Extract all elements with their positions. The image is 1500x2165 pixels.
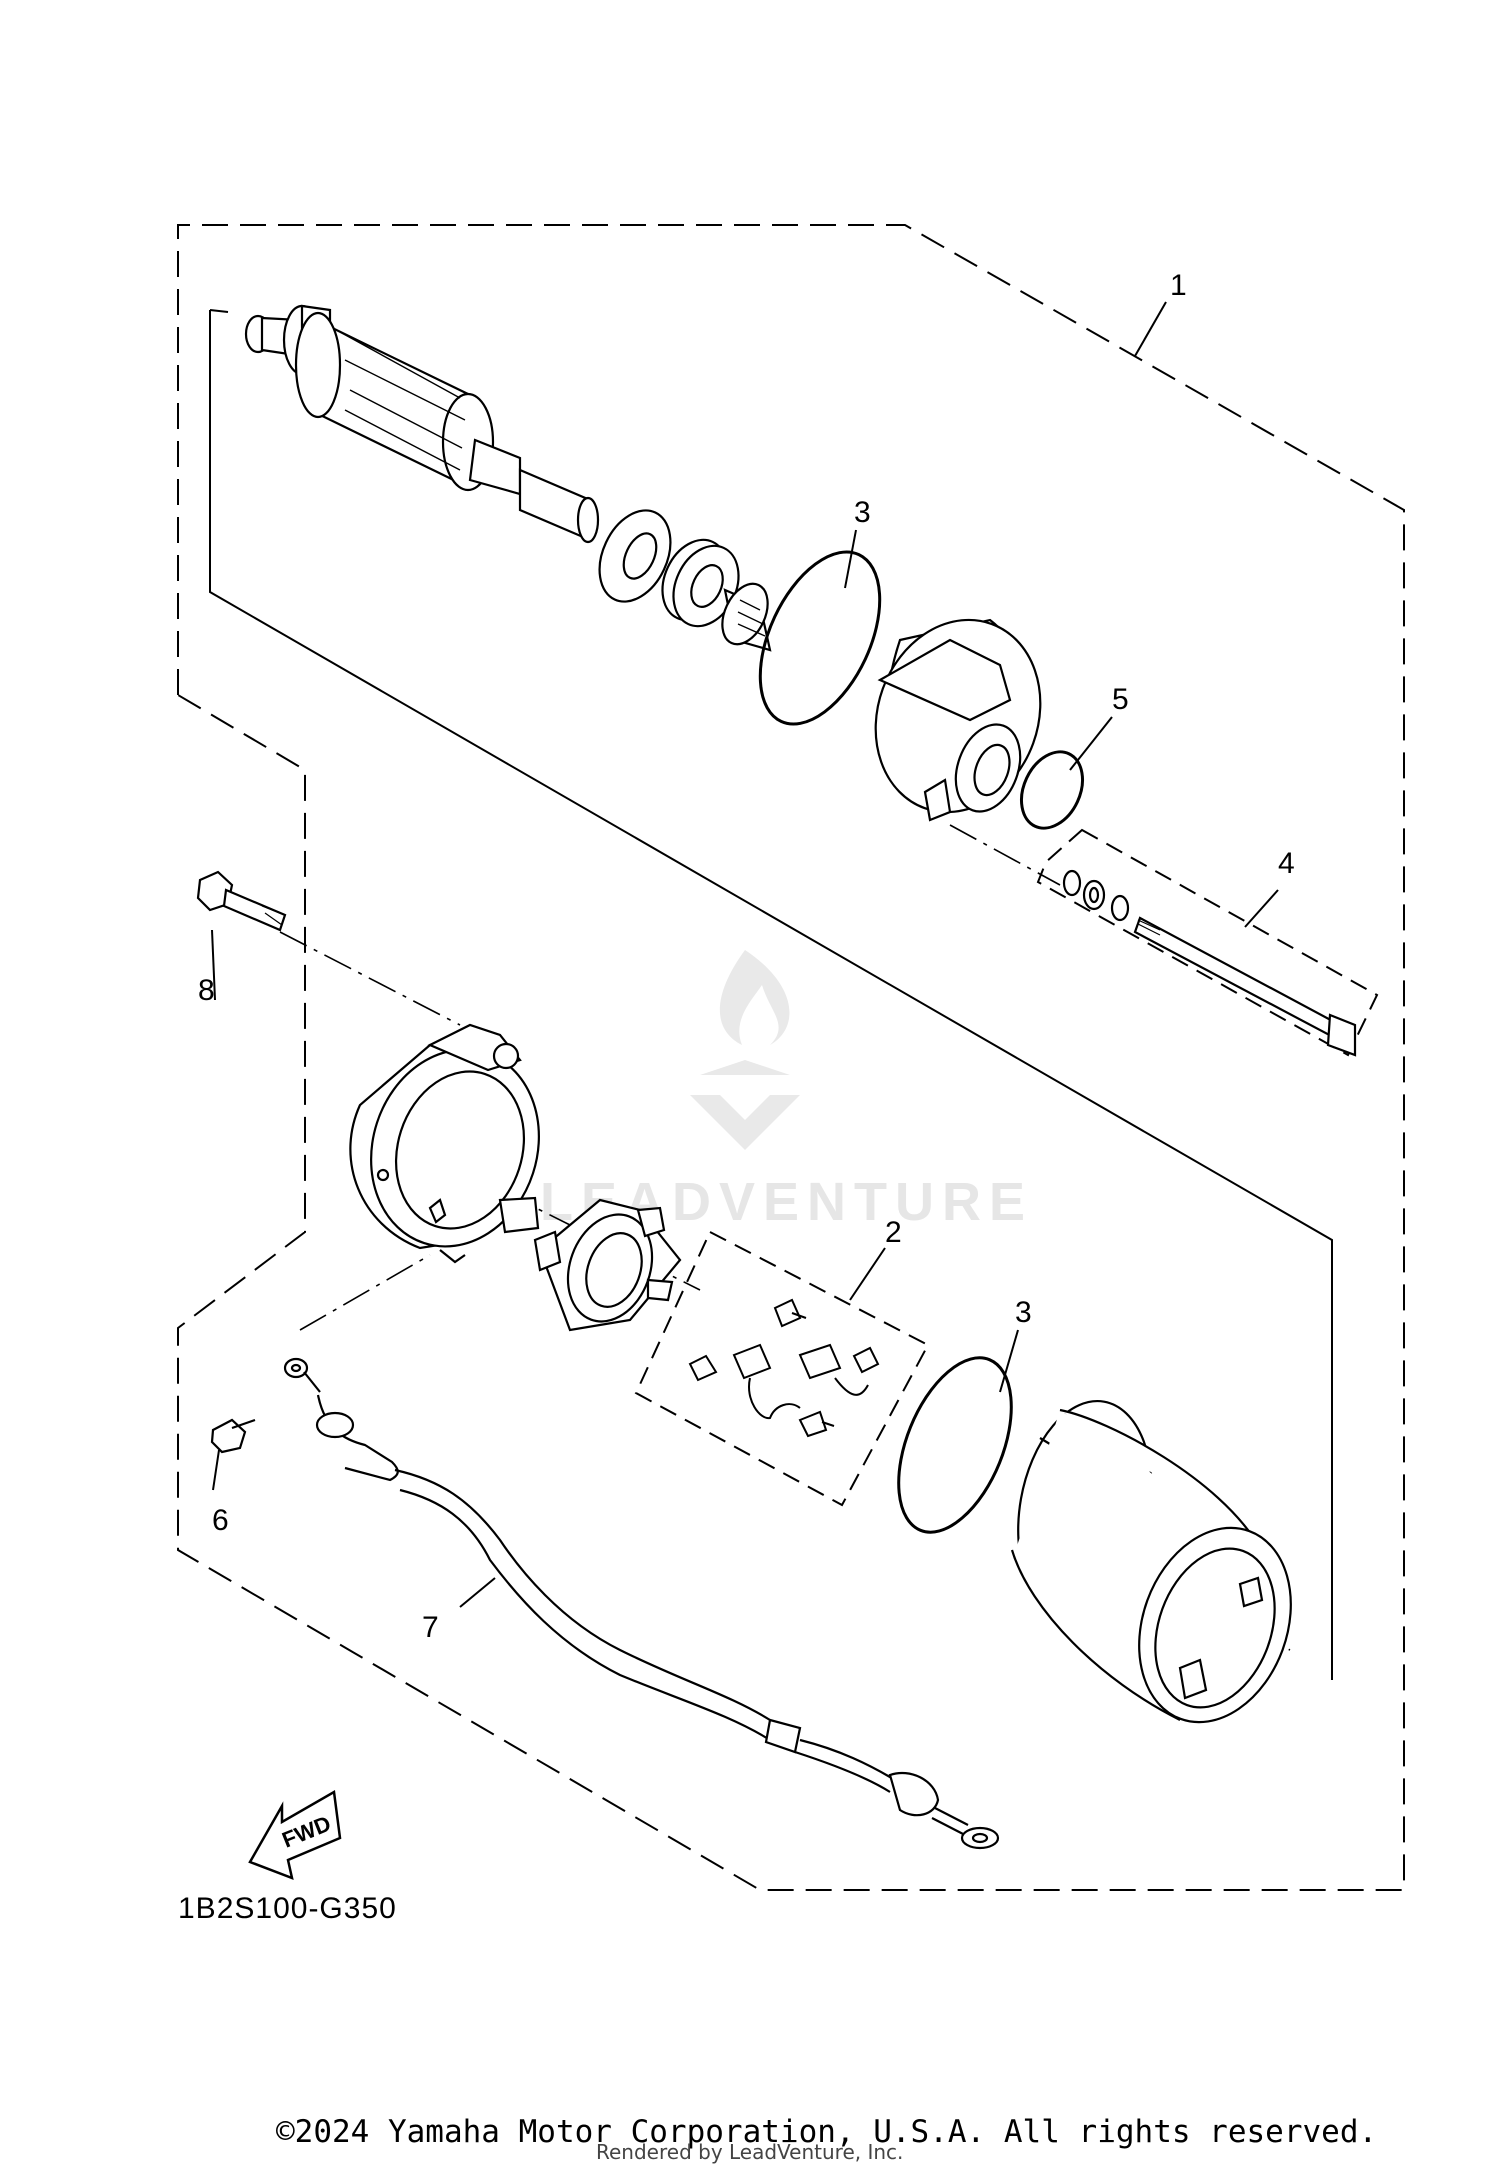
subassembly-boxes — [634, 828, 1379, 1507]
front-cover — [874, 618, 1042, 822]
bolt — [196, 870, 287, 932]
screw — [210, 1418, 256, 1454]
armature — [244, 304, 600, 544]
diagram-code: 1B2S100-G350 — [178, 1892, 397, 1925]
thrust-washer — [598, 509, 672, 603]
bearing — [661, 538, 740, 628]
callout-5: 5 — [1112, 683, 1129, 716]
callout-1: 1 — [1170, 269, 1187, 302]
callout-4: 4 — [1278, 847, 1295, 880]
through-bolt-kit — [1062, 869, 1357, 1057]
callout-2: 2 — [885, 1216, 902, 1249]
watermark: LEADVENTURE — [540, 950, 1025, 1232]
watermark-v-icon — [690, 1060, 800, 1150]
callout-7: 7 — [422, 1611, 439, 1644]
bolt-kit-box — [1036, 828, 1379, 1057]
callout-6: 6 — [212, 1504, 229, 1537]
brush-holder — [533, 1198, 682, 1332]
watermark-flame-icon — [719, 950, 790, 1045]
yoke — [1000, 1399, 1292, 1724]
brush-kit-box — [634, 1230, 930, 1507]
brush-kit-parts — [688, 1298, 880, 1438]
rear-cover — [349, 1023, 540, 1264]
copyright-notice: ©2024 Yamaha Motor Corporation, U.S.A. A… — [276, 2114, 1378, 2150]
callout-3-bottom: 3 — [1015, 1296, 1032, 1329]
fwd-arrow-icon: FWD — [248, 1789, 342, 1880]
assembly-boundary — [177, 224, 1405, 1891]
o-ring-bottom — [897, 1356, 1013, 1534]
rendered-by-credit: Rendered by LeadVenture, Inc. — [596, 2140, 904, 2164]
o-ring-top — [758, 550, 882, 726]
starter-motor-outline — [209, 309, 1333, 1680]
o-ring-small — [1020, 750, 1084, 830]
lead-wire — [283, 1357, 1000, 1850]
callout-3-top: 3 — [854, 496, 871, 529]
callout-8: 8 — [198, 974, 215, 1007]
needle-bearing — [721, 582, 772, 652]
